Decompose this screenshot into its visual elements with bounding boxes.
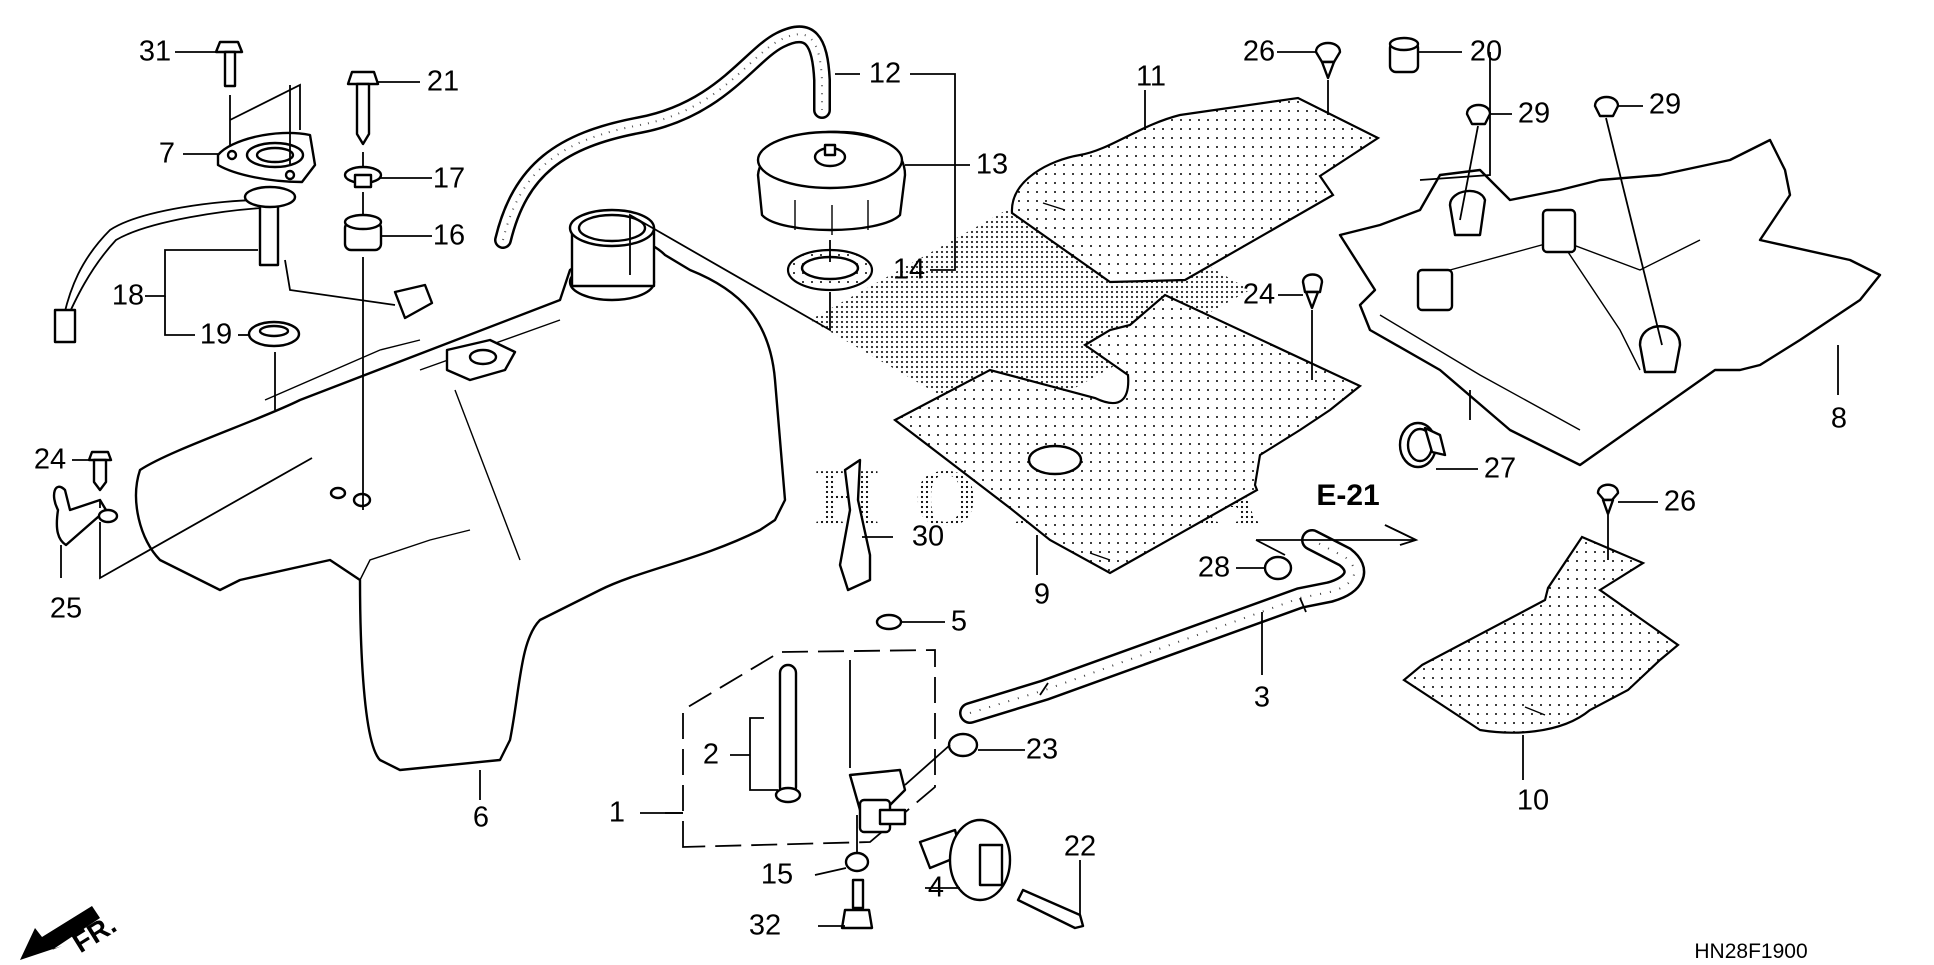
callout-14[interactable]: 14 [892,253,926,286]
fuel-cap [629,130,907,332]
leader-lines [72,51,1658,814]
callout-16[interactable]: 16 [432,219,466,252]
callout-24-middle[interactable]: 24 [1242,278,1276,311]
callout-28[interactable]: 28 [1197,551,1231,584]
callout-13[interactable]: 13 [975,148,1009,181]
breather-tube [494,25,831,249]
callout-6[interactable]: 6 [472,801,490,834]
hose-clamp [1398,421,1447,469]
fuel-tank [134,208,787,772]
callout-4[interactable]: 4 [927,871,945,904]
figure-code: HN28F1900 [1694,940,1808,963]
support-frame [1338,52,1882,467]
callout-3[interactable]: 3 [1253,681,1271,714]
floor-panel-lower [1402,483,1680,780]
tank-clip [52,450,313,580]
mounting-bracket [838,458,893,592]
callout-17[interactable]: 17 [432,162,466,195]
callout-26-top[interactable]: 26 [1242,35,1276,68]
callout-18[interactable]: 18 [111,279,145,312]
callout-7[interactable]: 7 [158,137,176,170]
callout-19[interactable]: 19 [199,318,233,351]
callout-15[interactable]: 15 [760,858,794,891]
cover-panel-upper [1010,90,1381,284]
callout-27[interactable]: 27 [1483,452,1517,485]
callout-24-left[interactable]: 24 [33,443,67,476]
callout-5[interactable]: 5 [950,605,968,638]
callout-10[interactable]: 10 [1516,784,1550,817]
callout-11[interactable]: 11 [1135,60,1167,93]
sensor-plate [214,40,317,184]
callout-1[interactable]: 1 [608,796,626,829]
clip-and-grommets [1301,36,1663,380]
callout-29-left[interactable]: 29 [1517,97,1551,130]
callout-32[interactable]: 32 [748,909,782,942]
floor-panel-middle [892,293,1363,575]
callout-25[interactable]: 25 [49,592,83,625]
callout-31[interactable]: 31 [138,35,172,68]
callout-23[interactable]: 23 [1025,733,1059,766]
valve-knob-holder [918,818,1085,930]
callout-22[interactable]: 22 [1063,830,1097,863]
callout-8[interactable]: 8 [1830,402,1848,435]
fuel-hose [959,524,1419,724]
callout-26-right[interactable]: 26 [1663,485,1697,518]
callout-29-right[interactable]: 29 [1648,88,1682,121]
fuel-level-sensor [53,185,434,344]
callout-20[interactable]: 20 [1469,35,1503,68]
bolt-washer-grommet [343,70,383,510]
callout-9[interactable]: 9 [1033,578,1051,611]
sensor-seal [247,320,301,410]
callout-12[interactable]: 12 [868,57,902,90]
front-direction-arrow [20,906,100,960]
callout-30[interactable]: 30 [911,520,945,553]
fuel-valve-assembly [665,613,1025,930]
callout-21[interactable]: 21 [426,65,460,98]
callout-2[interactable]: 2 [702,738,720,771]
cross-reference-e21[interactable]: E-21 [1316,479,1380,512]
